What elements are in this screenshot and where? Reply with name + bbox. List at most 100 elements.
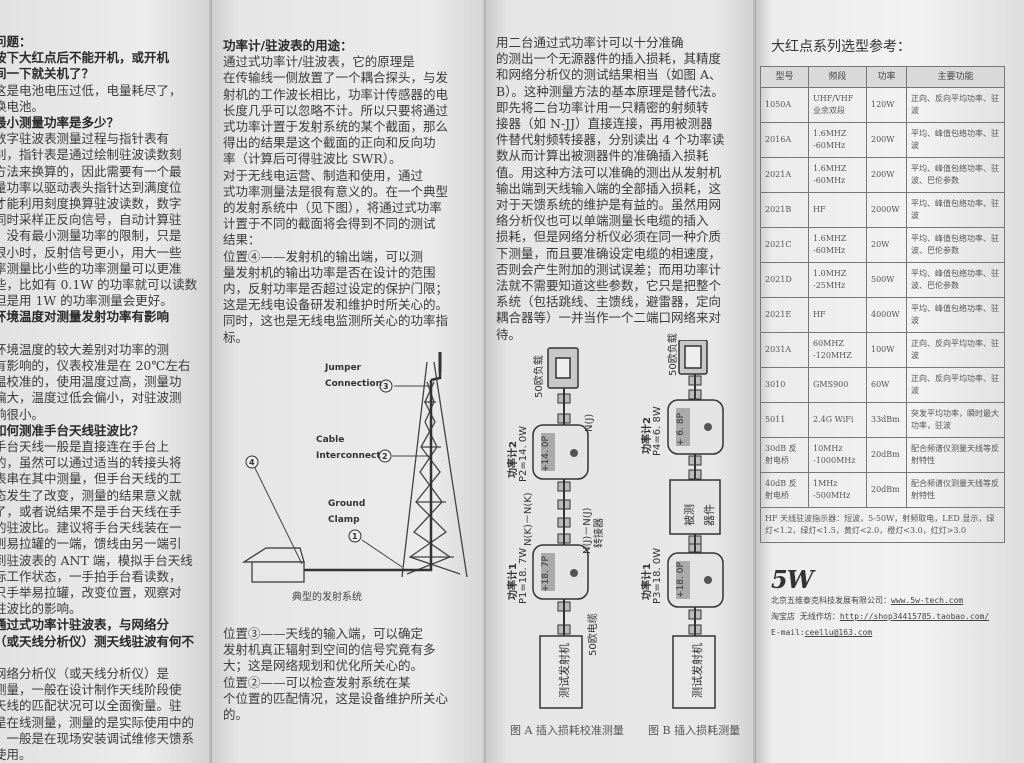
- cell-power: 200W: [866, 122, 907, 158]
- text-line: 按下大红点后不能开机，或开机: [0, 50, 170, 66]
- text-line: 别，指针表是通过绘制驻波读数刻: [0, 147, 182, 163]
- text-line: 有影响的，仪表校准是在 20℃左右: [0, 358, 191, 374]
- shop-link[interactable]: http://shop34415785.taobao.com/: [839, 612, 990, 621]
- text-line: 只手举易拉罐，改变位置，观察对: [0, 584, 182, 600]
- cell-func: 正向、反向平均功率、驻波: [906, 87, 1005, 123]
- text-line: 对于天馈系统的维护是有益的。虽然用网: [496, 197, 722, 213]
- tower-illustration: [241, 352, 468, 583]
- cell-power: 100W: [866, 332, 907, 368]
- text-line: 温校准的，使用温度过高，测量功: [0, 374, 182, 390]
- text-line: 这是无线电设备研发和维护时所关心的。: [223, 297, 449, 313]
- cell-model: 2016A: [760, 122, 809, 158]
- panel-insertion-loss: 用二台通过式功率计可以十分准确的测出一个无源器件的插入损耗，其精度和网络分析仪的…: [486, 0, 756, 763]
- cell-power: 4000W: [866, 297, 907, 333]
- text-line: 耦合器等）一并当作一个二端口网络来对: [496, 310, 722, 326]
- text-line: 标。: [223, 329, 249, 345]
- company-website-link[interactable]: www.5w-tech.com: [891, 596, 964, 605]
- fig-b-meter2-value: P4=6. 8W: [652, 406, 663, 456]
- cell-band: 10MHz -1000MHz: [808, 437, 867, 473]
- text-line: 式功率计置于发射系统的某个截面，那么: [223, 119, 449, 135]
- text-line: 态发生了改变，测量的结果意义就: [0, 487, 182, 503]
- text-line: 位置③——天线的输入端，可以确定: [223, 626, 424, 641]
- text-line: 驻波比的影响。: [0, 601, 82, 617]
- text-line: 否则会产生附加的测试误差；而用功率计: [496, 261, 722, 277]
- text-line: 的，虽然可以通过适当的转接头将: [0, 455, 182, 471]
- fig-b-load-label: 50欧负载: [668, 333, 679, 376]
- text-line: 计置于不同的截面将会得到不同的测试: [223, 216, 436, 232]
- text-line: 长度几乎可以忽略不计。所以只要将通过: [223, 102, 449, 118]
- usage-heading: 功率计/驻波表的用途：: [223, 38, 353, 53]
- text-line: 换电池。: [0, 98, 45, 114]
- cell-func: 突发平均功率，瞬时最大功率，驻波: [906, 402, 1005, 438]
- text-line: 表串在其中测量，但手台天线的工: [0, 471, 182, 487]
- fig-a-meter1-display: +18. 7P: [541, 556, 551, 592]
- cell-model: 1050A: [760, 87, 809, 123]
- text-line: ？: [0, 650, 212, 666]
- text-line: 量发射机的输出功率是否在设计的范围: [223, 264, 436, 280]
- text-line: ？: [0, 326, 212, 342]
- text-line: 用二台通过式功率计可以十分准确: [496, 35, 684, 50]
- text-line: 射机的工作波长相比，功率计传感器的电: [223, 86, 449, 102]
- text-line: 和网络分析仪的测试结果相当（如图 A、: [496, 67, 722, 83]
- text-line: 是在线测量，测量的是实际使用中的: [0, 714, 195, 730]
- cell-band: 1.0MHZ -25MHz: [808, 262, 867, 298]
- text-line: 待。: [496, 326, 522, 342]
- text-line: 率（计算后可得驻波比 SWR）。: [223, 151, 402, 167]
- text-line: 输出端到天线输入端的全部插入损耗，这: [496, 180, 722, 196]
- cell-power: 60W: [866, 367, 907, 403]
- position-3-marker: 3: [383, 382, 389, 391]
- cell-func: 平均、峰值包络功率、驻波、巴伦参数: [906, 157, 1005, 193]
- text-line: 但是用 1W 的功率测量会更好。: [0, 293, 173, 309]
- fig-a-tx-label: 测试发射机: [558, 643, 571, 698]
- fig-a-nj-label: N(J): [584, 413, 595, 432]
- text-line: 方法来换算的，因此需要有一个最: [0, 163, 182, 179]
- text-line: 式功率测量法是很有意义的。在一个典型: [223, 183, 449, 199]
- text-line: 环境温度的较大差别对功率的测: [0, 341, 170, 357]
- cell-model: 2021C: [760, 227, 809, 263]
- cell-power: 500W: [866, 262, 907, 298]
- cell-func: 正向、反向平均功率、驻波: [906, 367, 1005, 403]
- text-line: 最小测量功率是多少？: [0, 115, 120, 131]
- table-header-row: 型号 频段 功率 主要功能: [760, 66, 1005, 88]
- text-line: 偏大，温度过低会偏小，对驻波测: [0, 390, 182, 406]
- text-line: 下测量，而且要准确设定电缆的相速度，: [496, 245, 722, 261]
- text-line: 的发射系统中（见下图），将通过式功率: [223, 200, 442, 216]
- table-note: HF 天线驻波指示器：短波，5-50W，射频取电，LED 显示，绿灯<1.2，绿…: [760, 507, 1005, 543]
- text-line: 结果：: [223, 232, 261, 248]
- cell-band: GMS900: [808, 367, 867, 403]
- cell-model: 2021B: [760, 192, 809, 228]
- text-line: 系统（包括跳线、主馈线，避雷器，定向: [496, 294, 722, 310]
- email-link[interactable]: ceellu@163.com: [804, 628, 873, 637]
- text-line: 到驻波表的 ANT 端，模拟手台天线: [0, 552, 193, 568]
- label-jumper: Jumper: [325, 363, 362, 373]
- text-line: 内，反射功率是否超过设定的保护门限；: [223, 281, 449, 297]
- cell-band: 1MHz -500MHz: [808, 472, 867, 508]
- fig-b-meter1-display: +18. 0P: [676, 562, 686, 598]
- text-line: ，没有最小测量功率的限制，只是: [0, 228, 182, 244]
- text-line: 大；这是网络规划和优化所关心的。: [223, 658, 424, 674]
- company-logo: 5W: [771, 565, 814, 594]
- cell-band: HF: [808, 297, 867, 333]
- fig-b-meter1-label: 功率计1: [642, 563, 653, 600]
- fig-a-meter2-value: P2=14. 0W: [518, 425, 529, 482]
- text-line: 了，或者说结果不是手台天线在手: [0, 503, 182, 519]
- cell-func: 平均、峰值包络功率、驻波、巴伦参数: [906, 262, 1005, 298]
- email-label: E-mail:: [771, 628, 805, 637]
- cell-func: 配合频谱仪测量天线等反射特性: [906, 472, 1005, 508]
- fig-b-dut-label-2: 器件: [703, 504, 716, 526]
- fig-a-cable-label: 50欧电缆: [588, 613, 599, 656]
- text-line: 率测量比小些的功率测量可以更准: [0, 260, 182, 276]
- text-line: 使用。: [0, 746, 32, 762]
- panel-faq: 问题： 按下大红点后不能开机，或开机间一下就关机了？ 这是电池电压过低，电量耗尽…: [0, 0, 212, 763]
- text-line: ，一般是在现场安装调试维修天馈系: [0, 730, 195, 746]
- label-interconnect: Interconnect: [316, 451, 381, 461]
- cell-func: 平均、峰值包络功率、驻波: [906, 297, 1005, 333]
- label-ground: Ground: [328, 499, 366, 509]
- fig-a-meter2-label: 功率计2: [508, 441, 519, 478]
- company-label: 北京五维泰克科技发展有限公司：: [771, 596, 891, 605]
